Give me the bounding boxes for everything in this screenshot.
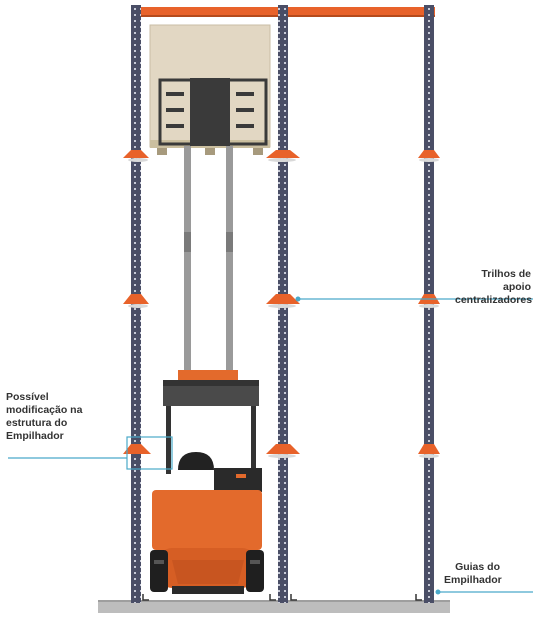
callout-dots	[295, 296, 441, 595]
support-brackets	[123, 150, 440, 454]
bracket-shadows	[128, 158, 439, 458]
floor	[98, 601, 450, 613]
rails-annotation: Trilhos de apoio centralizadores	[455, 268, 533, 306]
callout-lines	[8, 298, 533, 593]
forklift-icon	[150, 370, 264, 594]
fork-carriage	[158, 78, 268, 146]
modification-highlight	[126, 436, 173, 470]
modification-annotation: Possível modificação na estrutura do Emp…	[6, 391, 83, 442]
floor-edge	[98, 600, 450, 602]
forklift-mast	[184, 146, 233, 384]
forklift-guides	[142, 594, 422, 601]
guides-annotation: Guias do Empilhador	[444, 561, 502, 586]
